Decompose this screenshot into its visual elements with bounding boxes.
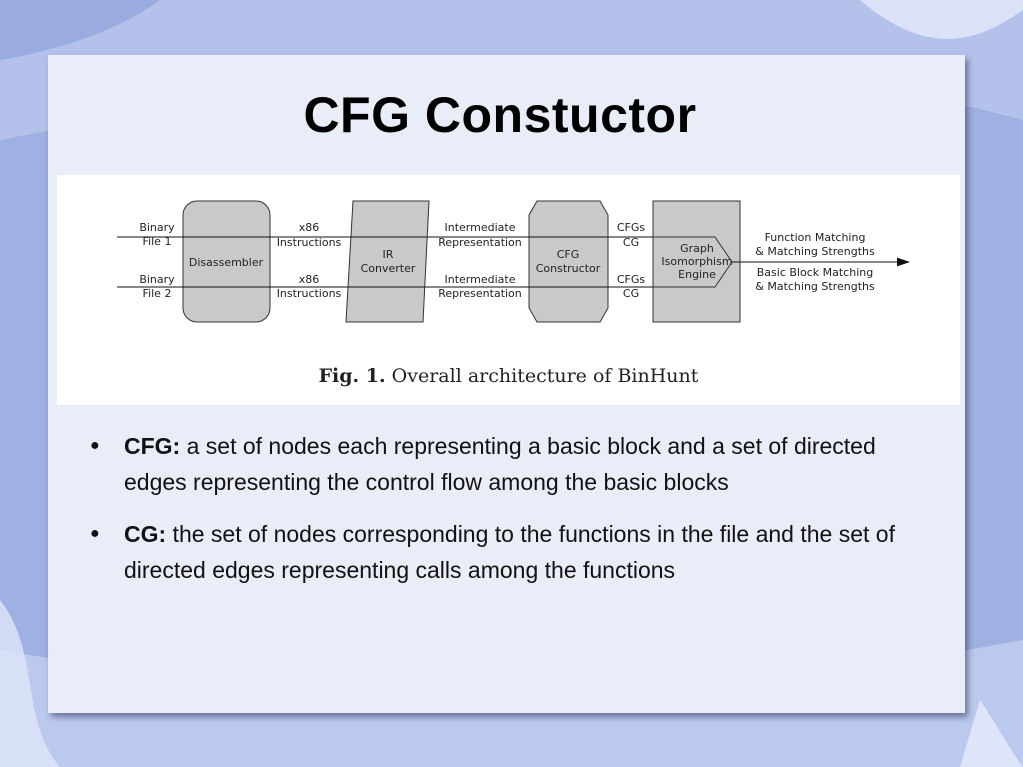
output-label: & Matching Strengths (755, 245, 875, 258)
figure-caption-label: Fig. 1. (318, 365, 386, 387)
cfg-constructor-label: Constructor (536, 262, 601, 275)
ir-converter-block (345, 200, 430, 323)
output-label: Function Matching (765, 231, 866, 244)
slide-title: CFG Constuctor (303, 87, 697, 143)
list-item: ● CFG: a set of nodes each representing … (88, 428, 918, 500)
input-label: File 2 (143, 287, 172, 300)
output-label: Basic Block Matching (757, 266, 873, 279)
edge-label: CFGs (617, 221, 646, 234)
input-label: Binary (139, 221, 175, 234)
graph-engine-label: Engine (678, 268, 716, 281)
edge-label: Intermediate (445, 273, 516, 286)
edge-label: Representation (438, 236, 522, 249)
bullet-text: a set of nodes each representing a basic… (124, 433, 876, 495)
edge-label: Instructions (277, 236, 342, 249)
bullet-icon: ● (90, 437, 100, 454)
edge-label: Intermediate (445, 221, 516, 234)
bullet-term: CFG: (124, 433, 181, 459)
edge-label: x86 (299, 221, 320, 234)
bullet-term: CG: (124, 521, 167, 547)
edge-label: CG (623, 236, 639, 249)
edge-label: x86 (299, 273, 320, 286)
disassembler-block (182, 200, 271, 323)
disassembler-label: Disassembler (189, 256, 264, 269)
input-label: Binary (139, 273, 175, 286)
ir-converter-label: Converter (361, 262, 416, 275)
edge-label: Representation (438, 287, 522, 300)
architecture-figure: Binary File 1 Binary File 2 x86 Instruct… (57, 175, 960, 405)
cfg-constructor-block (528, 200, 609, 323)
output-label: & Matching Strengths (755, 280, 875, 293)
bullet-icon: ● (90, 525, 100, 542)
graph-engine-label: Isomorphism (661, 255, 732, 268)
figure-caption-text: Overall architecture of BinHunt (391, 365, 699, 387)
edge-label: CFGs (617, 273, 646, 286)
ir-converter-label: IR (383, 248, 394, 261)
bullet-list: ● CFG: a set of nodes each representing … (88, 428, 918, 604)
figure-caption: Fig. 1. Overall architecture of BinHunt (57, 365, 960, 387)
bullet-text: the set of nodes corresponding to the fu… (124, 521, 895, 583)
list-item: ● CG: the set of nodes corresponding to … (88, 516, 918, 588)
edge-label: CG (623, 287, 639, 300)
cfg-constructor-label: CFG (557, 248, 580, 261)
architecture-diagram: Binary File 1 Binary File 2 x86 Instruct… (117, 200, 911, 323)
graph-engine-label: Graph (680, 242, 714, 255)
input-label: File 1 (143, 235, 172, 248)
edge-label: Instructions (277, 287, 342, 300)
